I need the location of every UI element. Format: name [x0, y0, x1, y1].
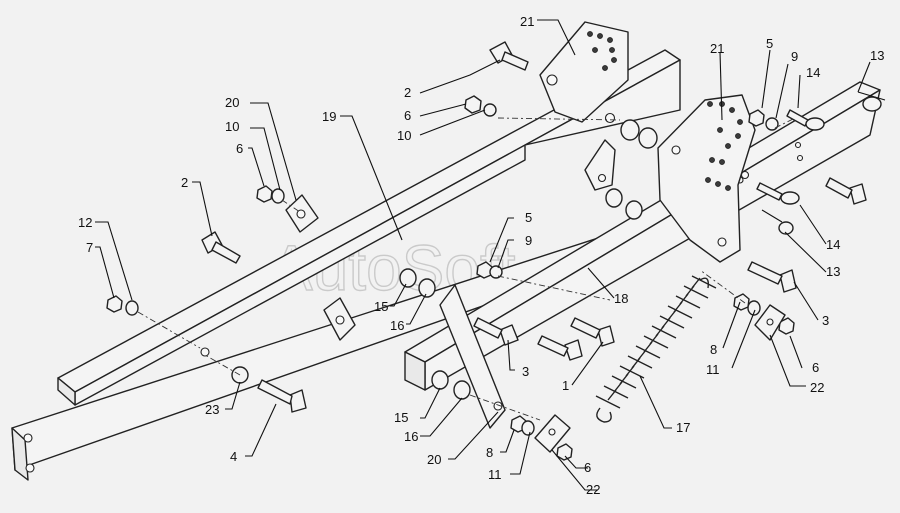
- callout-21-right: 21: [710, 41, 724, 56]
- callout-21-left: 21: [520, 14, 534, 29]
- callout-15-lower: 15: [394, 410, 408, 425]
- callout-16-lower: 16: [404, 429, 418, 444]
- bolt-icon: [537, 335, 583, 361]
- callout-22-right: 22: [810, 380, 824, 395]
- callout-1: 1: [562, 378, 569, 393]
- upper-beam-19: [57, 49, 681, 406]
- callout-labels: 21 21 5 9 14 13 2 6 10 20 10 19 6 2 12 7…: [78, 14, 884, 497]
- plate-20-upper: [285, 194, 356, 341]
- callout-12: 12: [78, 215, 92, 230]
- washer-icon: [271, 188, 285, 204]
- callout-3-mid: 3: [522, 364, 529, 379]
- callout-14-right: 14: [826, 237, 840, 252]
- assembly-axes: [137, 117, 796, 421]
- pin-icon: [786, 91, 886, 131]
- callout-20-lower: 20: [427, 452, 441, 467]
- bolts: [201, 41, 867, 413]
- callout-5-mid: 5: [525, 210, 532, 225]
- bushings-15-16: [231, 119, 658, 400]
- callout-2-left: 2: [181, 175, 188, 190]
- callout-16-upper: 16: [390, 318, 404, 333]
- callout-5-top: 5: [766, 36, 773, 51]
- bolt-icon: [257, 379, 307, 413]
- nut-icon: [464, 95, 482, 114]
- nuts-washers: [106, 95, 795, 461]
- washer-icon: [483, 103, 497, 117]
- washer-icon: [125, 300, 139, 316]
- washer-icon: [489, 265, 503, 279]
- nut-icon: [778, 317, 795, 335]
- callout-11-lower: 11: [488, 467, 502, 482]
- callout-4: 4: [230, 449, 237, 464]
- callout-13-top: 13: [870, 48, 884, 63]
- callout-23: 23: [205, 402, 219, 417]
- nut-icon: [106, 295, 123, 313]
- nut-icon: [256, 185, 273, 203]
- callout-11-right: 11: [706, 362, 720, 377]
- callout-22-lower: 22: [586, 482, 600, 497]
- spring-17: [595, 275, 717, 423]
- bolt-icon: [825, 177, 867, 205]
- plates-22: [534, 304, 786, 453]
- pin-icon: [756, 182, 800, 235]
- washer-icon: [521, 420, 535, 436]
- callout-9-mid: 9: [525, 233, 532, 248]
- washer-icon: [747, 300, 761, 316]
- callout-15-upper: 15: [374, 299, 388, 314]
- callout-18: 18: [614, 291, 628, 306]
- bolt-icon: [489, 41, 529, 71]
- bolt-icon: [473, 317, 519, 346]
- callout-6-top: 6: [404, 108, 411, 123]
- callout-19: 19: [322, 109, 336, 124]
- callout-10-top: 10: [397, 128, 411, 143]
- callout-6-left: 6: [236, 141, 243, 156]
- callout-20-top: 20: [225, 95, 239, 110]
- callout-3-right: 3: [822, 313, 829, 328]
- leader-lines: [95, 19, 871, 491]
- bracket-plate-21-left: [539, 21, 629, 191]
- bolt-icon: [201, 231, 241, 264]
- bolt-icon: [747, 261, 797, 293]
- callout-2-top: 2: [404, 85, 411, 100]
- callout-6-right: 6: [812, 360, 819, 375]
- bolt-icon: [570, 317, 615, 347]
- pins-14: [756, 91, 886, 235]
- nut-icon: [556, 443, 573, 461]
- nut-icon: [748, 109, 765, 127]
- callout-13-right: 13: [826, 264, 840, 279]
- callout-9-top: 9: [791, 49, 798, 64]
- callout-8-lower: 8: [486, 445, 493, 460]
- callout-6-lower: 6: [584, 460, 591, 475]
- bracket-plate-21-right: [657, 94, 756, 263]
- callout-8-right: 8: [710, 342, 717, 357]
- callout-7: 7: [86, 240, 93, 255]
- callout-10-left: 10: [225, 119, 239, 134]
- callout-17: 17: [676, 420, 690, 435]
- callout-14-top: 14: [806, 65, 820, 80]
- washer-icon: [765, 117, 779, 131]
